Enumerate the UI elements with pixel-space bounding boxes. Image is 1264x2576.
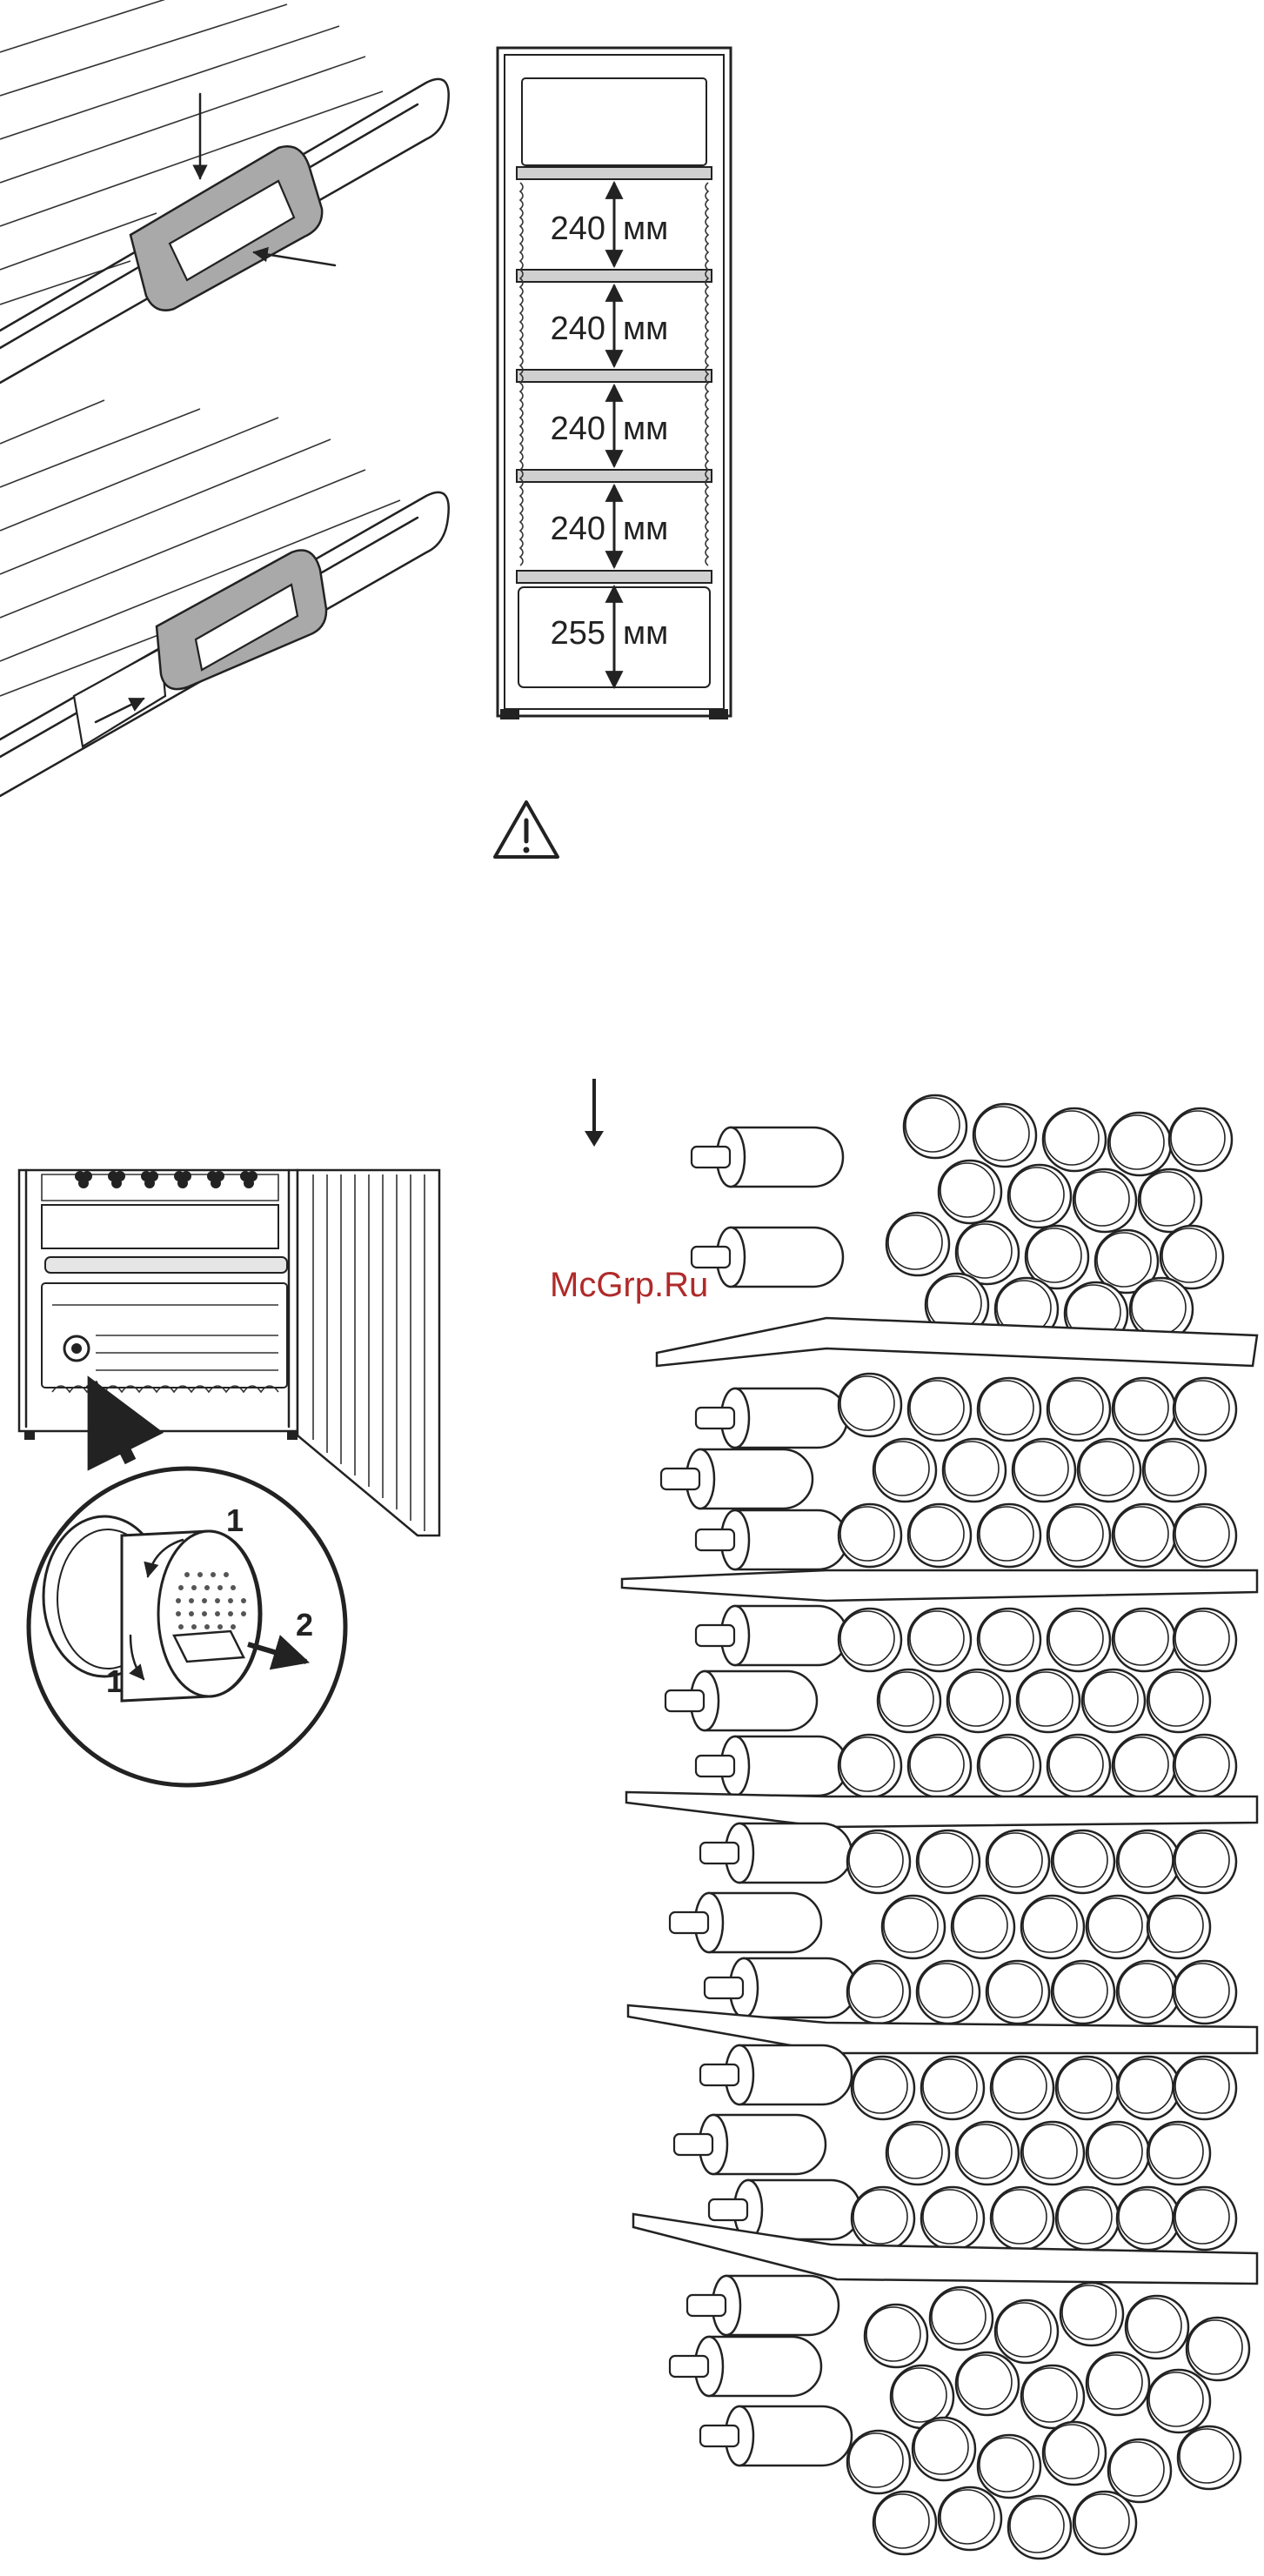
spacing-5-value: 255 xyxy=(551,615,605,652)
spacing-5-unit: мм xyxy=(623,615,668,652)
bottle-stack-1 xyxy=(692,1095,1232,1345)
spacing-4-value: 240 xyxy=(551,511,605,547)
bottle-stack-4 xyxy=(670,1823,1236,2024)
filter-replacement-figure: 1 1 2 xyxy=(19,1170,439,1785)
spacing-2-value: 240 xyxy=(551,311,605,347)
spacing-3-value: 240 xyxy=(551,411,605,447)
shelf-clip-attach-figure xyxy=(0,0,449,383)
bottle-stack-6 xyxy=(670,2276,1249,2559)
warning-triangle-icon xyxy=(495,802,558,857)
shelf-clip-slide-figure xyxy=(0,400,449,796)
shelf-spacing-diagram: 240 мм 240 мм 240 мм 240 мм 255 мм xyxy=(498,48,731,719)
spacing-1-unit: мм xyxy=(623,211,668,247)
spacing-2-unit: мм xyxy=(623,311,668,347)
bottle-loading-figure xyxy=(622,1095,1257,2559)
step-1-rotate-label-lower: 1 xyxy=(106,1663,124,1699)
bottle-stack-3 xyxy=(665,1606,1236,1797)
step-2-pull-label: 2 xyxy=(296,1607,313,1643)
watermark-text: McGrp.Ru xyxy=(550,1266,708,1304)
bottle-stack-2 xyxy=(661,1374,1236,1569)
arrow-down-icon xyxy=(585,1079,604,1147)
step-1-rotate-label-upper: 1 xyxy=(226,1502,244,1538)
bottle-stack-5 xyxy=(674,2045,1236,2250)
spacing-4-unit: мм xyxy=(623,511,668,547)
spacing-3-unit: мм xyxy=(623,411,668,447)
spacing-1-value: 240 xyxy=(551,211,605,247)
